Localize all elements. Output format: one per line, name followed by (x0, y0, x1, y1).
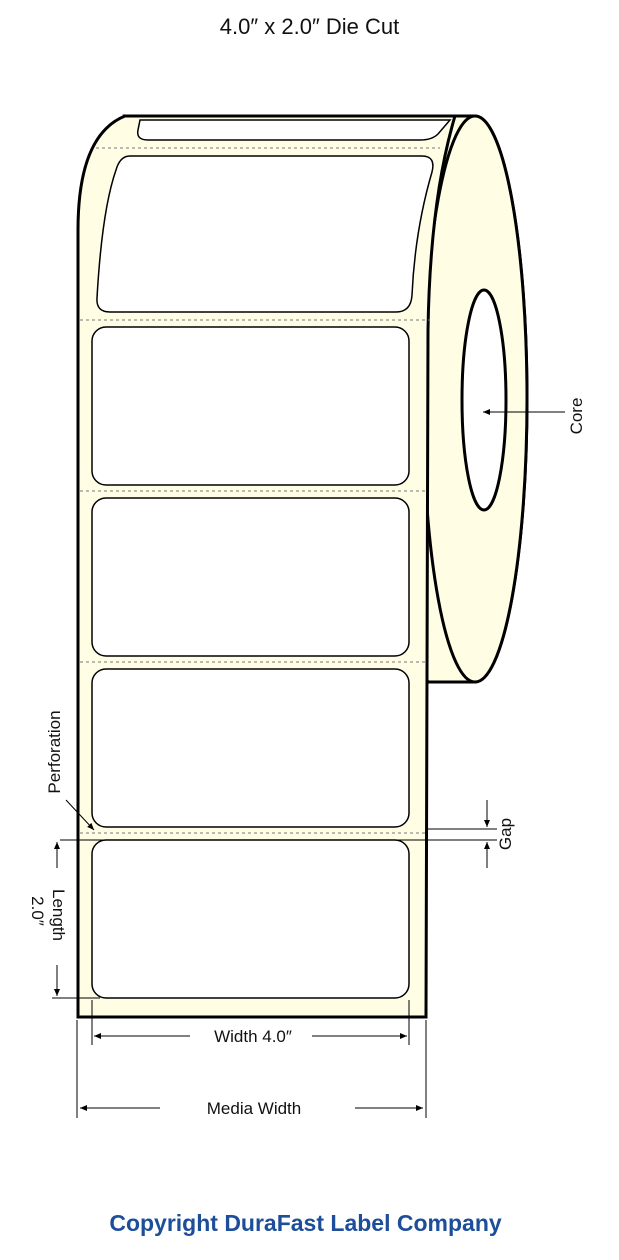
length-label: Length (49, 889, 68, 941)
label-partial-top (136, 119, 452, 141)
perforation-callout: Perforation (45, 710, 95, 831)
core-hole (460, 288, 508, 512)
width-dimension: Width 4.0″ (91, 1000, 410, 1046)
width-label: Width 4.0″ (214, 1027, 292, 1046)
label (91, 839, 410, 999)
media-width-dimension: Media Width (76, 1020, 427, 1118)
gap-label: Gap (496, 818, 515, 850)
label (91, 497, 410, 657)
core-callout: Core (483, 398, 586, 435)
diagram-title: 4.0″ x 2.0″ Die Cut (219, 14, 400, 39)
labels (91, 155, 434, 999)
core-label: Core (567, 398, 586, 435)
label (91, 326, 410, 486)
length-dimension: Length 2.0″ (28, 842, 100, 999)
perforation-lines (80, 147, 440, 834)
copyright-text: Copyright DuraFast Label Company (109, 1210, 502, 1236)
length-value: 2.0″ (28, 896, 47, 926)
label-curved (96, 155, 434, 313)
media-width-label: Media Width (207, 1099, 301, 1118)
label (91, 668, 410, 828)
perforation-label: Perforation (45, 710, 64, 793)
gap-callout: Gap (60, 800, 515, 868)
